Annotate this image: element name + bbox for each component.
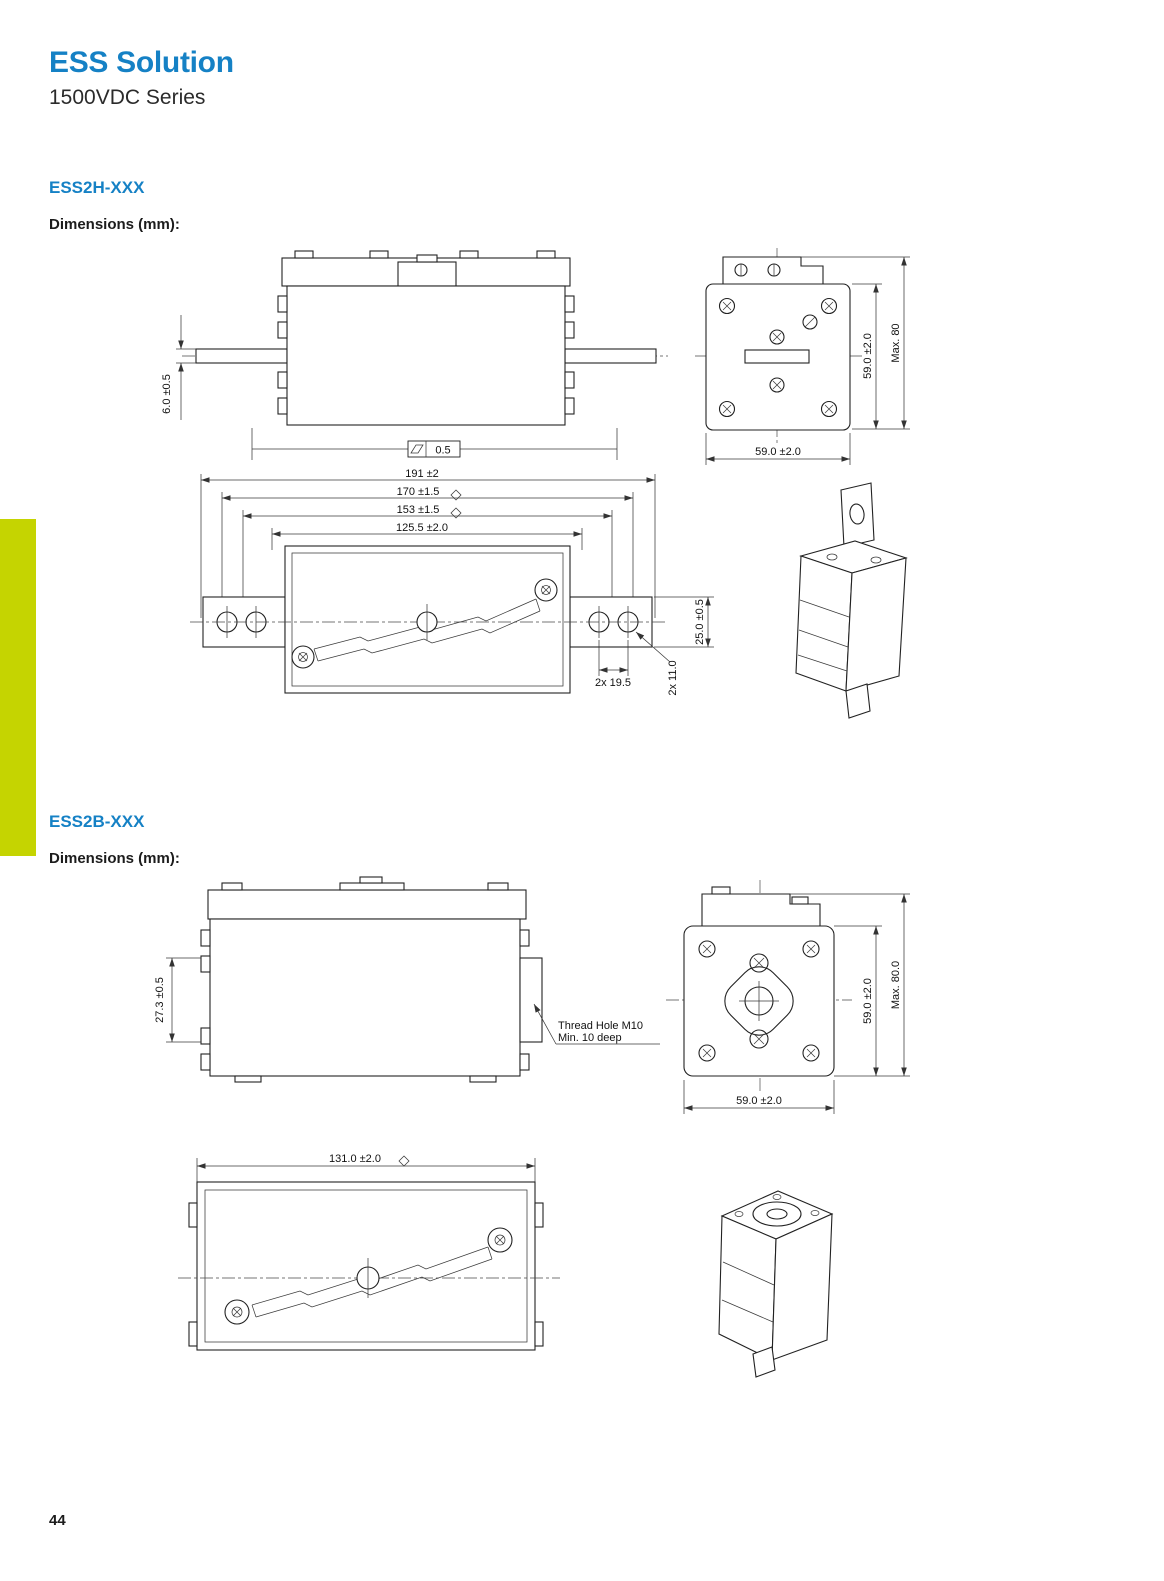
iso-bottom-foot — [752, 1346, 776, 1378]
iso-bottom-blade — [845, 683, 871, 719]
slotted-screw-icon — [802, 314, 818, 330]
iso-front-face — [718, 1215, 777, 1361]
page-number: 44 — [49, 1512, 66, 1529]
corner-screw-icon — [820, 400, 838, 418]
flatness-frame — [407, 440, 461, 458]
flatness-symbol-icon — [410, 444, 424, 454]
ess2h-side-view: 6.0 ±0.5 0.5 — [161, 250, 668, 460]
dim-length-1255: 125.5 ±2.0 — [396, 522, 448, 534]
dim-front-height: 59.0 ±2.0 — [862, 333, 874, 379]
iso-right-face — [845, 557, 907, 692]
section-heading-ess2h: ESS2H-XXX — [49, 178, 145, 197]
dim-length-170: 170 ±1.5 — [397, 486, 440, 498]
dimensions-label-2: Dimensions (mm): — [49, 850, 180, 867]
ess2h-front-view: 59.0 ±2.0 Max. 80 59.0 ±2.0 — [695, 248, 910, 465]
ess2h-drawings: 6.0 ±0.5 0.5 — [161, 248, 910, 719]
dimensions-label-1: Dimensions (mm): — [49, 216, 180, 233]
corner-screw-icon — [802, 940, 820, 958]
dim-length-153: 153 ±1.5 — [397, 504, 440, 516]
corner-screw-icon — [698, 1044, 716, 1062]
center-boss — [724, 966, 794, 1036]
iso-front-face — [795, 555, 853, 692]
section-indicator-bar — [0, 519, 36, 856]
dim-front-width: 59.0 ±2.0 — [755, 446, 801, 458]
dim-blade-thickness: 6.0 ±0.5 — [161, 374, 173, 414]
thread-boss — [519, 957, 543, 1043]
iso-right-face — [771, 1213, 833, 1361]
corner-screw-icon — [820, 297, 838, 315]
dim-side-height: 27.3 ±0.5 — [154, 977, 166, 1023]
dim-overall-length: 131.0 ±2.0 — [329, 1153, 381, 1165]
ess2b-side-view: 27.3 ±0.5 Thread Hole M10 Min. 10 deep — [154, 876, 660, 1083]
thread-note-line1: Thread Hole M10 — [558, 1020, 643, 1032]
diamond-symbol-icon — [450, 507, 462, 519]
fuse-body — [209, 918, 521, 1077]
corner-screw-icon — [718, 400, 736, 418]
center-slot — [744, 349, 810, 364]
dim-blade-width: 25.0 ±0.5 — [694, 599, 706, 645]
dim-flatness: 0.5 — [435, 445, 450, 457]
section-heading-ess2b: ESS2B-XXX — [49, 812, 145, 831]
terminal-blade-right — [564, 348, 657, 364]
fuse-body — [286, 285, 566, 426]
diamond-symbol-icon — [398, 1155, 410, 1167]
ess2b-drawings: 27.3 ±0.5 Thread Hole M10 Min. 10 deep — [154, 876, 910, 1378]
fuse-body-top — [196, 1181, 536, 1351]
page-title: ESS Solution — [49, 46, 234, 79]
ess2h-iso-view — [795, 482, 908, 719]
ess2b-top-view: 131.0 ±2.0 — [178, 1153, 560, 1351]
ess2b-iso-view — [718, 1190, 834, 1378]
dim-front-width: 59.0 ±2.0 — [736, 1095, 782, 1107]
terminal-blade-left — [195, 348, 288, 364]
dim-front-max-height: Max. 80 — [890, 323, 902, 362]
corner-screw-icon — [802, 1044, 820, 1062]
ess2b-front-view: 59.0 ±2.0 Max. 80.0 59.0 ±2.0 — [666, 880, 910, 1114]
corner-screw-icon — [698, 940, 716, 958]
thread-note-line2: Min. 10 deep — [558, 1032, 622, 1044]
corner-screw-icon — [718, 297, 736, 315]
dim-front-height: 59.0 ±2.0 — [862, 978, 874, 1024]
dim-overall-length: 191 ±2 — [405, 468, 439, 480]
iso-top-blade — [840, 482, 875, 548]
dim-hole-size: 2x 11.0 — [667, 660, 679, 695]
series-subtitle: 1500VDC Series — [49, 86, 206, 109]
diamond-symbol-icon — [450, 489, 462, 501]
ess2h-top-view: 191 ±2 170 ±1.5 153 ±1.5 125.5 ±2.0 — [190, 468, 714, 696]
dim-front-max-height: Max. 80.0 — [890, 961, 902, 1009]
dim-hole-pitch: 2x 19.5 — [595, 677, 631, 689]
